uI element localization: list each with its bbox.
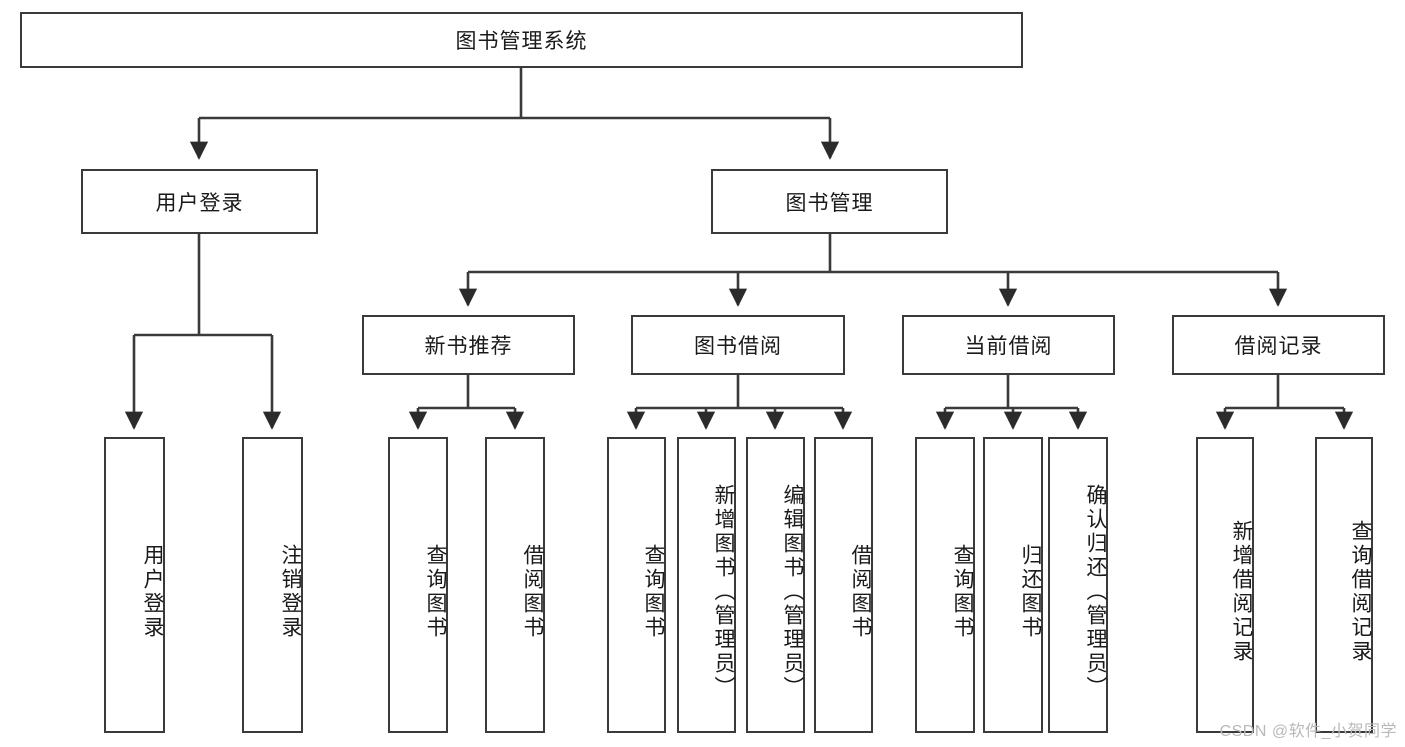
leaf-label: 用户登录 <box>141 544 164 640</box>
node-leaf-confirm-return-admin[interactable]: 确认归还（管理员） <box>1048 437 1108 733</box>
node-leaf-return-book[interactable]: 归还图书 <box>983 437 1043 733</box>
node-leaf-query-book-current[interactable]: 查询图书 <box>915 437 975 733</box>
node-leaf-add-borrow-record[interactable]: 新增借阅记录 <box>1196 437 1254 733</box>
leaf-label: 归还图书 <box>1019 544 1042 640</box>
leaf-label: 确认归还（管理员） <box>1084 484 1107 700</box>
node-borrow-record[interactable]: 借阅记录 <box>1172 315 1385 375</box>
node-current-borrow[interactable]: 当前借阅 <box>902 315 1115 375</box>
node-leaf-query-book-borrow[interactable]: 查询图书 <box>607 437 666 733</box>
node-leaf-edit-book-admin[interactable]: 编辑图书（管理员） <box>746 437 805 733</box>
node-leaf-add-book-admin[interactable]: 新增图书（管理员） <box>677 437 736 733</box>
node-leaf-user-login[interactable]: 用户登录 <box>104 437 165 733</box>
node-leaf-logout-login[interactable]: 注销登录 <box>242 437 303 733</box>
node-new-book-recommend[interactable]: 新书推荐 <box>362 315 575 375</box>
leaf-label: 借阅图书 <box>849 544 872 640</box>
node-leaf-borrow-book-recommend[interactable]: 借阅图书 <box>485 437 545 733</box>
leaf-label: 新增借阅记录 <box>1230 520 1253 664</box>
node-leaf-query-borrow-record[interactable]: 查询借阅记录 <box>1315 437 1373 733</box>
leaf-label: 查询图书 <box>642 544 665 640</box>
node-user-login[interactable]: 用户登录 <box>81 169 318 234</box>
leaf-label: 借阅图书 <box>521 544 544 640</box>
csdn-watermark: CSDN @软件_小贺同学 <box>1219 723 1397 740</box>
node-book-borrow[interactable]: 图书借阅 <box>631 315 845 375</box>
node-leaf-borrow-book[interactable]: 借阅图书 <box>814 437 873 733</box>
leaf-label: 注销登录 <box>279 544 302 640</box>
node-root[interactable]: 图书管理系统 <box>20 12 1023 68</box>
node-book-management[interactable]: 图书管理 <box>711 169 948 234</box>
leaf-label: 编辑图书（管理员） <box>781 484 804 700</box>
leaf-label: 查询图书 <box>951 544 974 640</box>
leaf-label: 新增图书（管理员） <box>712 484 735 700</box>
leaf-label: 查询图书 <box>424 544 447 640</box>
leaf-label: 查询借阅记录 <box>1349 520 1372 664</box>
node-leaf-query-book-recommend[interactable]: 查询图书 <box>388 437 448 733</box>
